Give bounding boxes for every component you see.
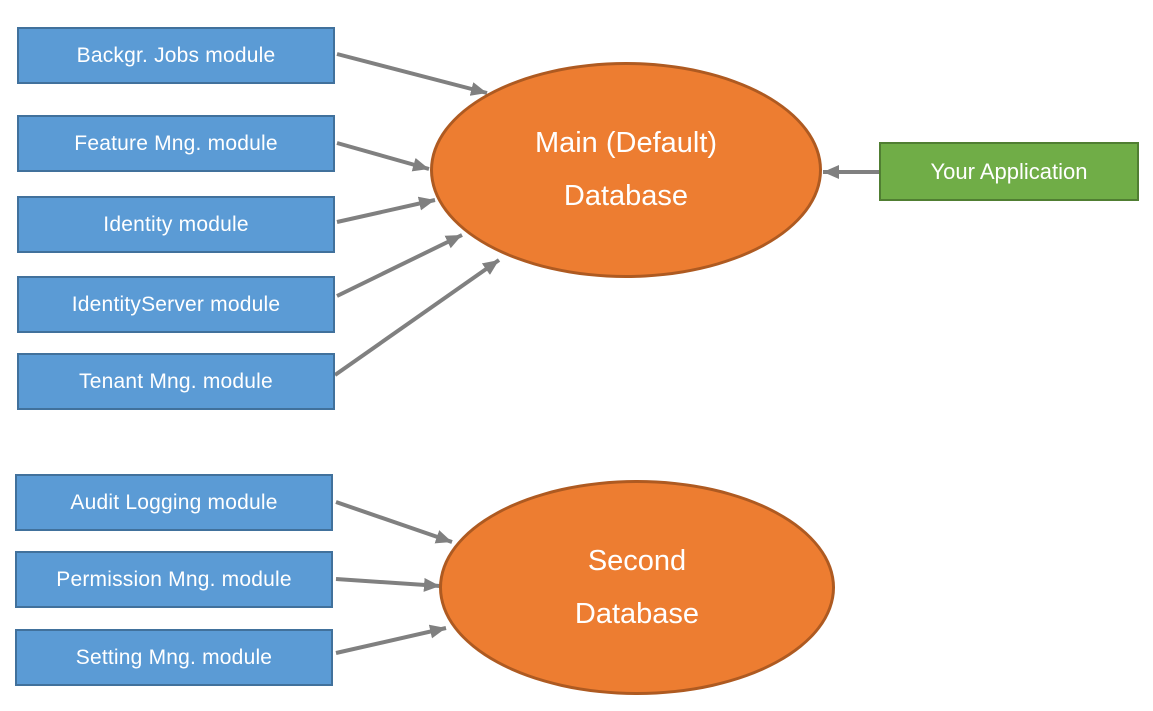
arrow-tenant-mng-to-main-db — [333, 258, 501, 377]
module-label: Identity module — [103, 212, 249, 236]
module-label: Backgr. Jobs module — [76, 43, 276, 67]
arrow-identityserver-to-main-db — [336, 233, 463, 298]
module-feature-mng: Feature Mng. module — [17, 115, 335, 172]
main-database-ellipse: Main (Default) Database — [430, 62, 822, 278]
module-tenant-mng: Tenant Mng. module — [17, 353, 335, 410]
application-label: Your Application — [930, 158, 1088, 184]
second-database-ellipse: Second Database — [439, 480, 835, 695]
module-label: IdentityServer module — [71, 292, 281, 316]
database-label-line: Second — [587, 544, 687, 577]
arrow-feature-mng-to-main-db — [336, 141, 430, 172]
arrow-audit-logging-to-second-db — [335, 500, 453, 544]
database-label-line: Main (Default) — [534, 127, 718, 160]
arrow-backgr-jobs-to-main-db — [336, 52, 488, 96]
module-identityserver: IdentityServer module — [17, 276, 335, 333]
arrow-setting-mng-to-second-db — [335, 624, 447, 655]
module-label: Audit Logging module — [70, 490, 278, 514]
your-application-box: Your Application — [879, 142, 1139, 201]
module-label: Permission Mng. module — [56, 567, 292, 591]
module-label: Tenant Mng. module — [79, 369, 273, 393]
module-label: Setting Mng. module — [75, 645, 273, 669]
module-setting-mng: Setting Mng. module — [15, 629, 333, 686]
arrow-permission-mng-to-second-db — [335, 577, 441, 592]
module-permission-mng: Permission Mng. module — [15, 551, 333, 608]
module-audit-logging: Audit Logging module — [15, 474, 333, 531]
module-identity: Identity module — [17, 196, 335, 253]
database-label-line: Database — [574, 597, 700, 630]
module-backgr-jobs: Backgr. Jobs module — [17, 27, 335, 84]
database-label-line: Database — [563, 180, 689, 212]
module-label: Feature Mng. module — [74, 131, 278, 155]
arrow-identity-to-main-db — [336, 196, 436, 224]
